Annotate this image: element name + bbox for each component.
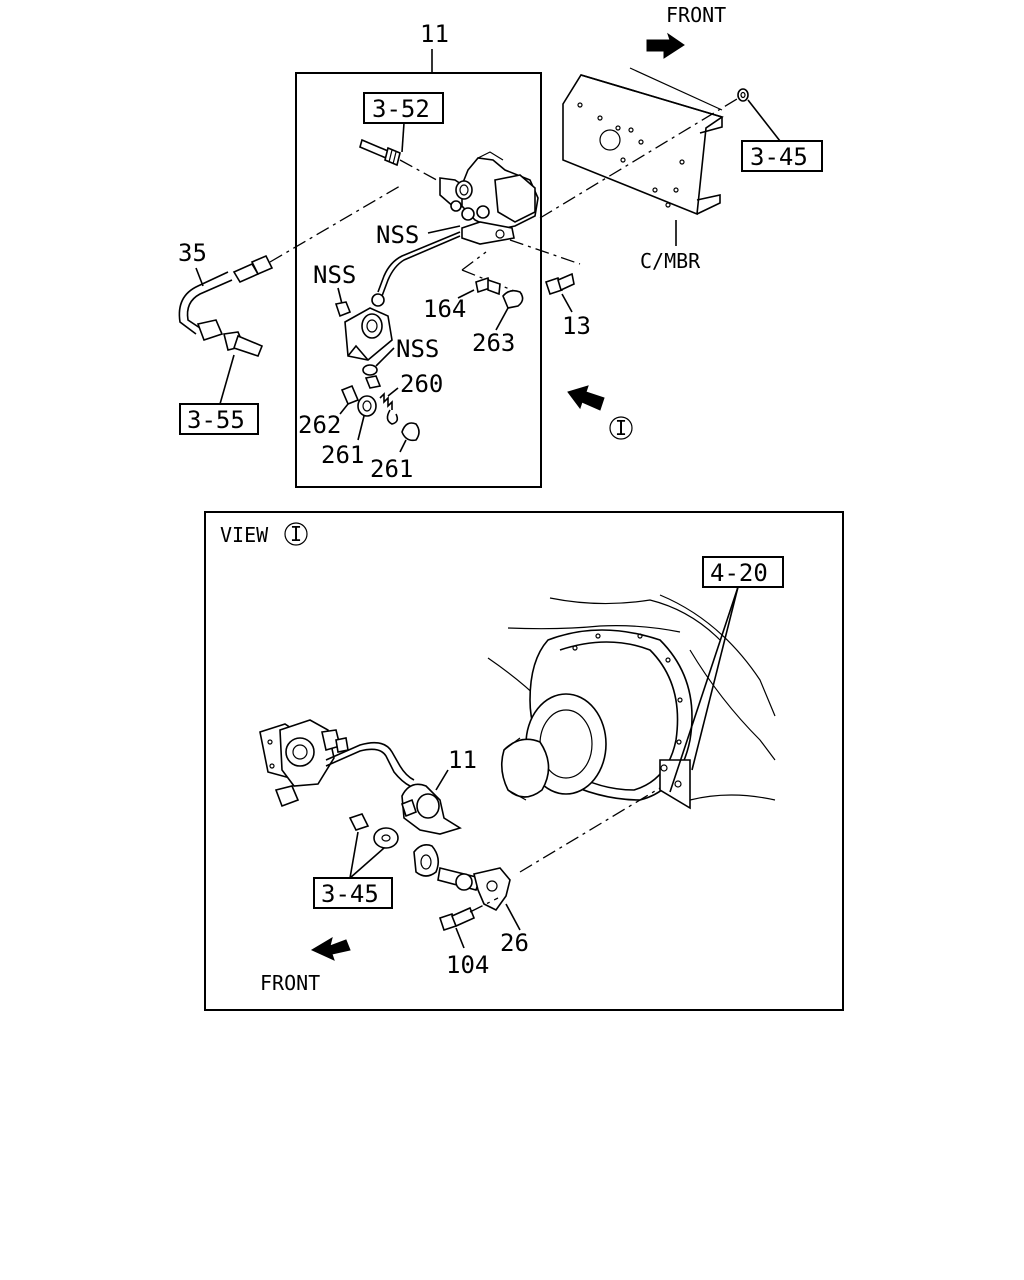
callout-nss-b[interactable]: NSS bbox=[313, 261, 356, 289]
p13-leader bbox=[561, 293, 573, 313]
view-marker-circle bbox=[609, 416, 633, 440]
view-marker-upper: I bbox=[615, 416, 627, 440]
p261b-leader bbox=[399, 439, 407, 453]
bolt-13-icon bbox=[544, 272, 575, 296]
spring-260-icon bbox=[379, 392, 399, 425]
ref-3-45-leader bbox=[747, 99, 781, 142]
front-arrow-icon bbox=[646, 32, 685, 59]
p261a-leader bbox=[357, 415, 365, 441]
view-bushing-icon bbox=[413, 844, 440, 877]
bolt-icon bbox=[359, 138, 401, 167]
view-centerline-104 bbox=[469, 897, 499, 913]
ref-4-20-leader-a bbox=[669, 586, 739, 793]
centerline-bolt-valve bbox=[399, 159, 456, 191]
nss-b-leader bbox=[337, 287, 343, 305]
view-bolt-104-icon bbox=[438, 906, 476, 932]
ref-3-45-upper[interactable]: 3-45 bbox=[750, 143, 808, 171]
ref-3-55-box[interactable] bbox=[179, 403, 259, 435]
view-callout-11[interactable]: 11 bbox=[448, 746, 477, 774]
pin-262-icon bbox=[340, 384, 360, 406]
callout-11[interactable]: 11 bbox=[420, 20, 449, 48]
ref-3-52-leader bbox=[401, 122, 405, 153]
view-arrow-icon bbox=[567, 385, 605, 411]
callout-cmbr[interactable]: C/MBR bbox=[640, 249, 701, 273]
p260-leader bbox=[387, 387, 399, 397]
callout-260[interactable]: 260 bbox=[400, 370, 443, 398]
centerline-bolt-washer bbox=[539, 95, 743, 219]
ref-4-20-box[interactable] bbox=[702, 556, 784, 588]
view-front-label: FRONT bbox=[260, 971, 320, 995]
transmission-housing bbox=[487, 594, 776, 810]
view-link-26 bbox=[437, 867, 511, 912]
view-title: VIEW bbox=[220, 523, 269, 547]
front-label-top: FRONT bbox=[666, 3, 726, 27]
p262-leader bbox=[339, 403, 349, 415]
callout-261-b[interactable]: 261 bbox=[370, 455, 413, 483]
washer-icon bbox=[737, 88, 749, 102]
p263-leader bbox=[495, 307, 509, 331]
callout-263[interactable]: 263 bbox=[472, 329, 515, 357]
ref-3-45-box[interactable] bbox=[741, 140, 823, 172]
view-level-valve bbox=[259, 719, 349, 808]
view-p104-leader bbox=[455, 927, 465, 949]
p164-leader bbox=[457, 289, 475, 299]
view-p11-leader bbox=[435, 769, 449, 791]
view-ref-3-45-leader-a bbox=[349, 831, 359, 879]
cap-263-icon bbox=[502, 289, 524, 309]
pipe-35 bbox=[178, 254, 274, 357]
view-i-box bbox=[204, 511, 844, 1011]
cross-member-bracket bbox=[562, 67, 724, 216]
ref-3-52[interactable]: 3-52 bbox=[372, 95, 430, 123]
view-front-arrow-icon bbox=[310, 936, 351, 961]
callout-35[interactable]: 35 bbox=[178, 239, 207, 267]
view-ref-3-45[interactable]: 3-45 bbox=[321, 880, 379, 908]
cap-261-icon bbox=[401, 422, 420, 442]
callout-261-a[interactable]: 261 bbox=[321, 441, 364, 469]
centerline-pipe-valve bbox=[269, 185, 401, 263]
callout-262[interactable]: 262 bbox=[298, 411, 341, 439]
level-valve-body bbox=[439, 151, 539, 245]
p35-leader bbox=[195, 267, 204, 287]
part-11-group-box bbox=[295, 72, 542, 488]
view-link-rod bbox=[325, 741, 415, 787]
view-bracket-11 bbox=[401, 783, 462, 835]
view-title-marker: I bbox=[290, 522, 302, 546]
view-centerline-link bbox=[519, 787, 661, 873]
view-callout-104[interactable]: 104 bbox=[446, 951, 489, 979]
lever-bracket bbox=[344, 307, 393, 361]
bushing-261-icon bbox=[357, 395, 377, 417]
ref-3-55[interactable]: 3-55 bbox=[187, 406, 245, 434]
centerline-13 bbox=[509, 239, 581, 265]
view-callout-26[interactable]: 26 bbox=[500, 929, 529, 957]
callout-13[interactable]: 13 bbox=[562, 312, 591, 340]
centerline-164 bbox=[461, 251, 487, 271]
callout-nss-c[interactable]: NSS bbox=[396, 335, 439, 363]
view-p26-leader bbox=[505, 903, 521, 931]
nss-c-leader bbox=[375, 347, 395, 367]
ref-3-55-leader bbox=[219, 354, 235, 405]
bolt-164-icon bbox=[475, 276, 501, 296]
nut-icon bbox=[334, 301, 352, 318]
callout-164[interactable]: 164 bbox=[423, 295, 466, 323]
ref-4-20[interactable]: 4-20 bbox=[710, 559, 768, 587]
nss-nut-washer-icon bbox=[362, 364, 382, 389]
lever-link-rod bbox=[371, 231, 461, 307]
view-title-marker-circle bbox=[284, 522, 308, 546]
ref-3-52-box[interactable] bbox=[363, 92, 444, 124]
view-ref-3-45-box[interactable] bbox=[313, 877, 393, 909]
nss-a-leader bbox=[427, 225, 461, 234]
view-nut-washer-icon bbox=[348, 813, 399, 849]
view-ref-3-45-leader-b bbox=[349, 847, 385, 879]
callout-nss-a[interactable]: NSS bbox=[376, 221, 419, 249]
ref-4-20-leader-b bbox=[691, 586, 739, 771]
